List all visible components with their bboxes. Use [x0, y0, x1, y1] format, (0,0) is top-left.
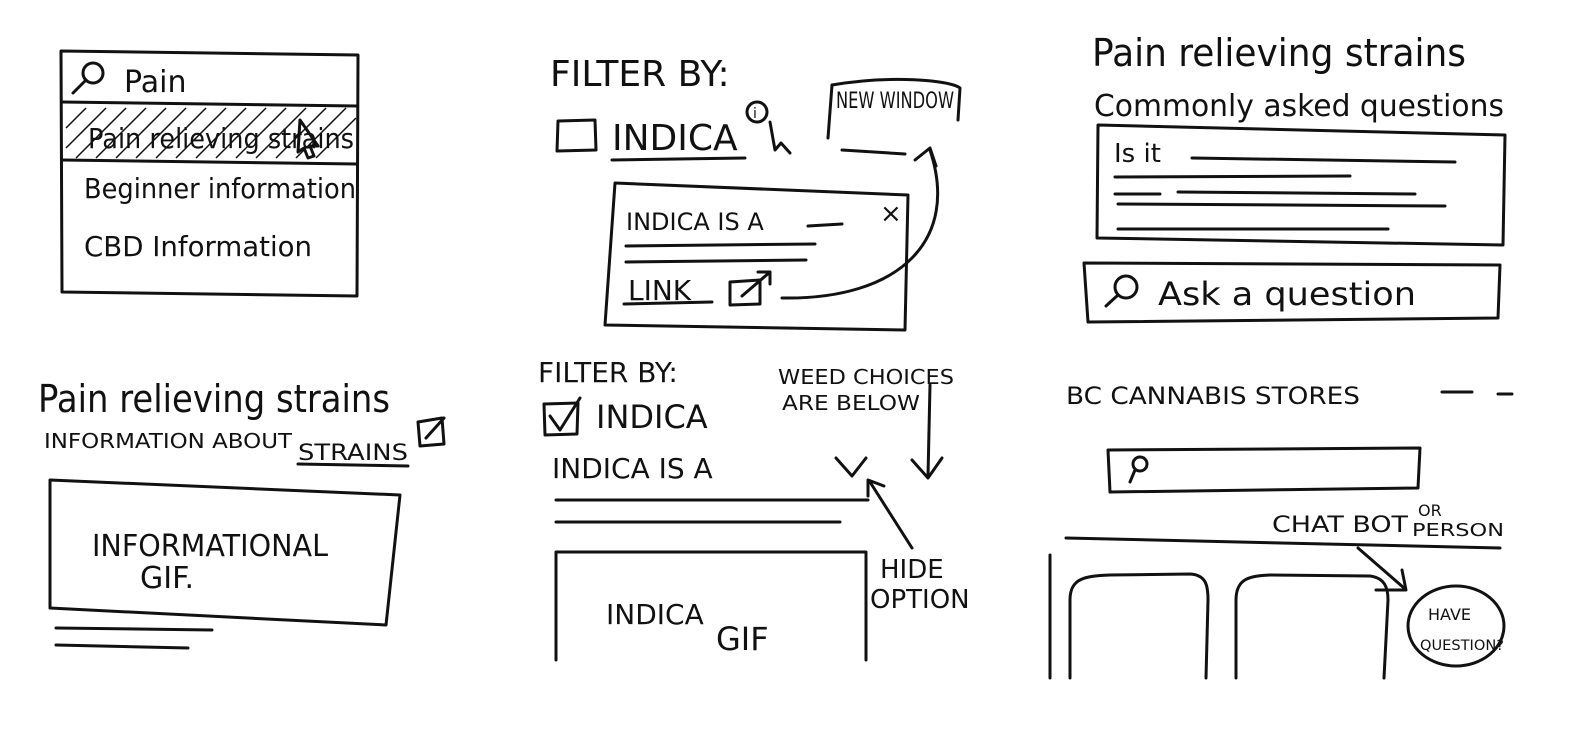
body-line-1 [54, 626, 214, 632]
strains-link-underline [296, 462, 410, 468]
strain-title: Pain relieving strains [38, 377, 390, 421]
indica-underline [610, 156, 747, 162]
strain-subtitle: INFORMATION ABOUT [44, 429, 293, 453]
faq-box [1095, 123, 1507, 247]
gif-label-line1: INFORMATIONAL [92, 529, 328, 564]
faq-line-3 [1113, 190, 1417, 196]
external-link-icon[interactable] [728, 270, 772, 307]
weed-note-line2: ARE BELOW [782, 391, 920, 415]
arrow-head-to-chevron [866, 478, 886, 498]
arrow-head-to-bubble [1374, 568, 1408, 592]
new-window-underline [840, 148, 907, 156]
panel-strain-info: Pain relieving strains INFORMATION ABOUT… [38, 377, 446, 650]
faq-line-4 [1116, 202, 1447, 208]
chatbot-note: CHAT BOT [1272, 513, 1409, 538]
dropdown-item-beginner[interactable]: Beginner information [84, 172, 356, 205]
menu-dashes-icon[interactable] [1440, 390, 1514, 396]
faq-title: Pain relieving strains [1092, 31, 1466, 75]
popup-line-1 [624, 242, 817, 248]
popup-line-2 [624, 258, 808, 264]
highlighted-row-divider [60, 158, 359, 166]
weed-note-line1: WEED CHOICES [778, 365, 954, 389]
pointer-cursor-icon [768, 120, 792, 155]
header-divider [1064, 536, 1502, 550]
hide-note-line1: HIDE [880, 555, 944, 585]
strains-link[interactable]: STRAINS [298, 441, 408, 466]
panel-filter-expanded: FILTER BY: INDICA WEED CHOICES ARE BELOW… [538, 356, 970, 662]
search-icon [1128, 455, 1149, 484]
arrow-to-new-window [780, 148, 940, 300]
indica-checkbox-label-2: INDICA [596, 398, 708, 436]
chevron-down-icon[interactable] [834, 456, 868, 478]
chat-bubble-line2: QUESTION? [1420, 638, 1504, 654]
panel-store-chat: BC CANNABIS STORES CHAT BOT OR PERSON HA… [1048, 382, 1514, 680]
popup-link-underline [622, 300, 714, 306]
chat-bubble-line1: HAVE [1428, 605, 1471, 624]
arrow-down-to-list [926, 383, 932, 478]
panel-filter-popup: FILTER BY: INDICA i NEW WINDOW INDICA IS… [550, 54, 962, 332]
indica-gif-label-line1: INDICA [606, 598, 704, 631]
arrow-to-bubble [1356, 546, 1406, 590]
chatbot-note-person: PERSON [1412, 520, 1504, 541]
body-line-2 [54, 643, 190, 650]
external-link-icon[interactable] [416, 416, 446, 448]
info-icon[interactable]: i [745, 100, 769, 124]
arrow-to-chevron [868, 480, 914, 550]
search-input-value[interactable]: Pain [124, 65, 186, 100]
filter-label: FILTER BY: [550, 54, 730, 95]
arrow-head-new-window [913, 146, 938, 168]
info-badge: i [753, 106, 757, 122]
chatbot-note-or: OR [1418, 501, 1442, 520]
hide-note-line2: OPTION [870, 585, 970, 615]
informational-gif-box [48, 478, 402, 627]
highlighted-row-hatching [65, 107, 357, 159]
indica-checkbox-label: INDICA [612, 118, 738, 159]
filter-label-2: FILTER BY: [538, 356, 678, 389]
indica-gif-label-line2: GIF [716, 620, 769, 658]
product-card-2[interactable] [1234, 573, 1390, 680]
faq-line-1 [1190, 156, 1457, 164]
indica-checkbox-checked[interactable] [542, 401, 580, 437]
popup-frame [603, 181, 910, 332]
new-window-note-line1: NEW WINDOW [836, 89, 954, 114]
new-window-note-frame [830, 77, 962, 122]
gif-label-line2: GIF. [140, 561, 194, 596]
popup-text-line [806, 222, 844, 228]
ask-question-placeholder: Ask a question [1158, 275, 1416, 313]
indica-gif-box [554, 550, 868, 662]
panel-search-dropdown: Pain Pain relieving strains Beginner inf… [59, 49, 360, 298]
dropdown-item-pain-relieving[interactable]: Pain relieving strains [88, 122, 354, 155]
panel-faq: Pain relieving strains Commonly asked qu… [1082, 31, 1507, 324]
search-bar-divider [60, 100, 359, 108]
search-icon [1104, 274, 1139, 308]
indica-description: INDICA IS A [552, 452, 713, 485]
arrow-head-down [910, 456, 944, 480]
store-title: BC CANNABIS STORES [1066, 382, 1360, 410]
ask-question-field[interactable] [1082, 261, 1502, 324]
chat-bubble-button[interactable] [1406, 584, 1506, 668]
dropdown-frame [59, 49, 360, 298]
faq-subtitle: Commonly asked questions [1094, 89, 1504, 124]
faq-first-line: Is it [1114, 139, 1161, 169]
popup-close-button[interactable]: × [880, 199, 902, 229]
search-icon [71, 61, 105, 95]
new-window-note-side [826, 83, 834, 140]
cursor-icon [296, 118, 320, 160]
indica-checkbox[interactable] [555, 118, 598, 153]
dropdown-item-cbd[interactable]: CBD Information [84, 230, 312, 263]
product-card-1[interactable] [1068, 572, 1210, 680]
faq-line-2 [1113, 174, 1352, 179]
popup-text: INDICA IS A [626, 208, 764, 236]
store-search-field[interactable] [1106, 446, 1422, 494]
checkmark-icon [548, 396, 582, 432]
